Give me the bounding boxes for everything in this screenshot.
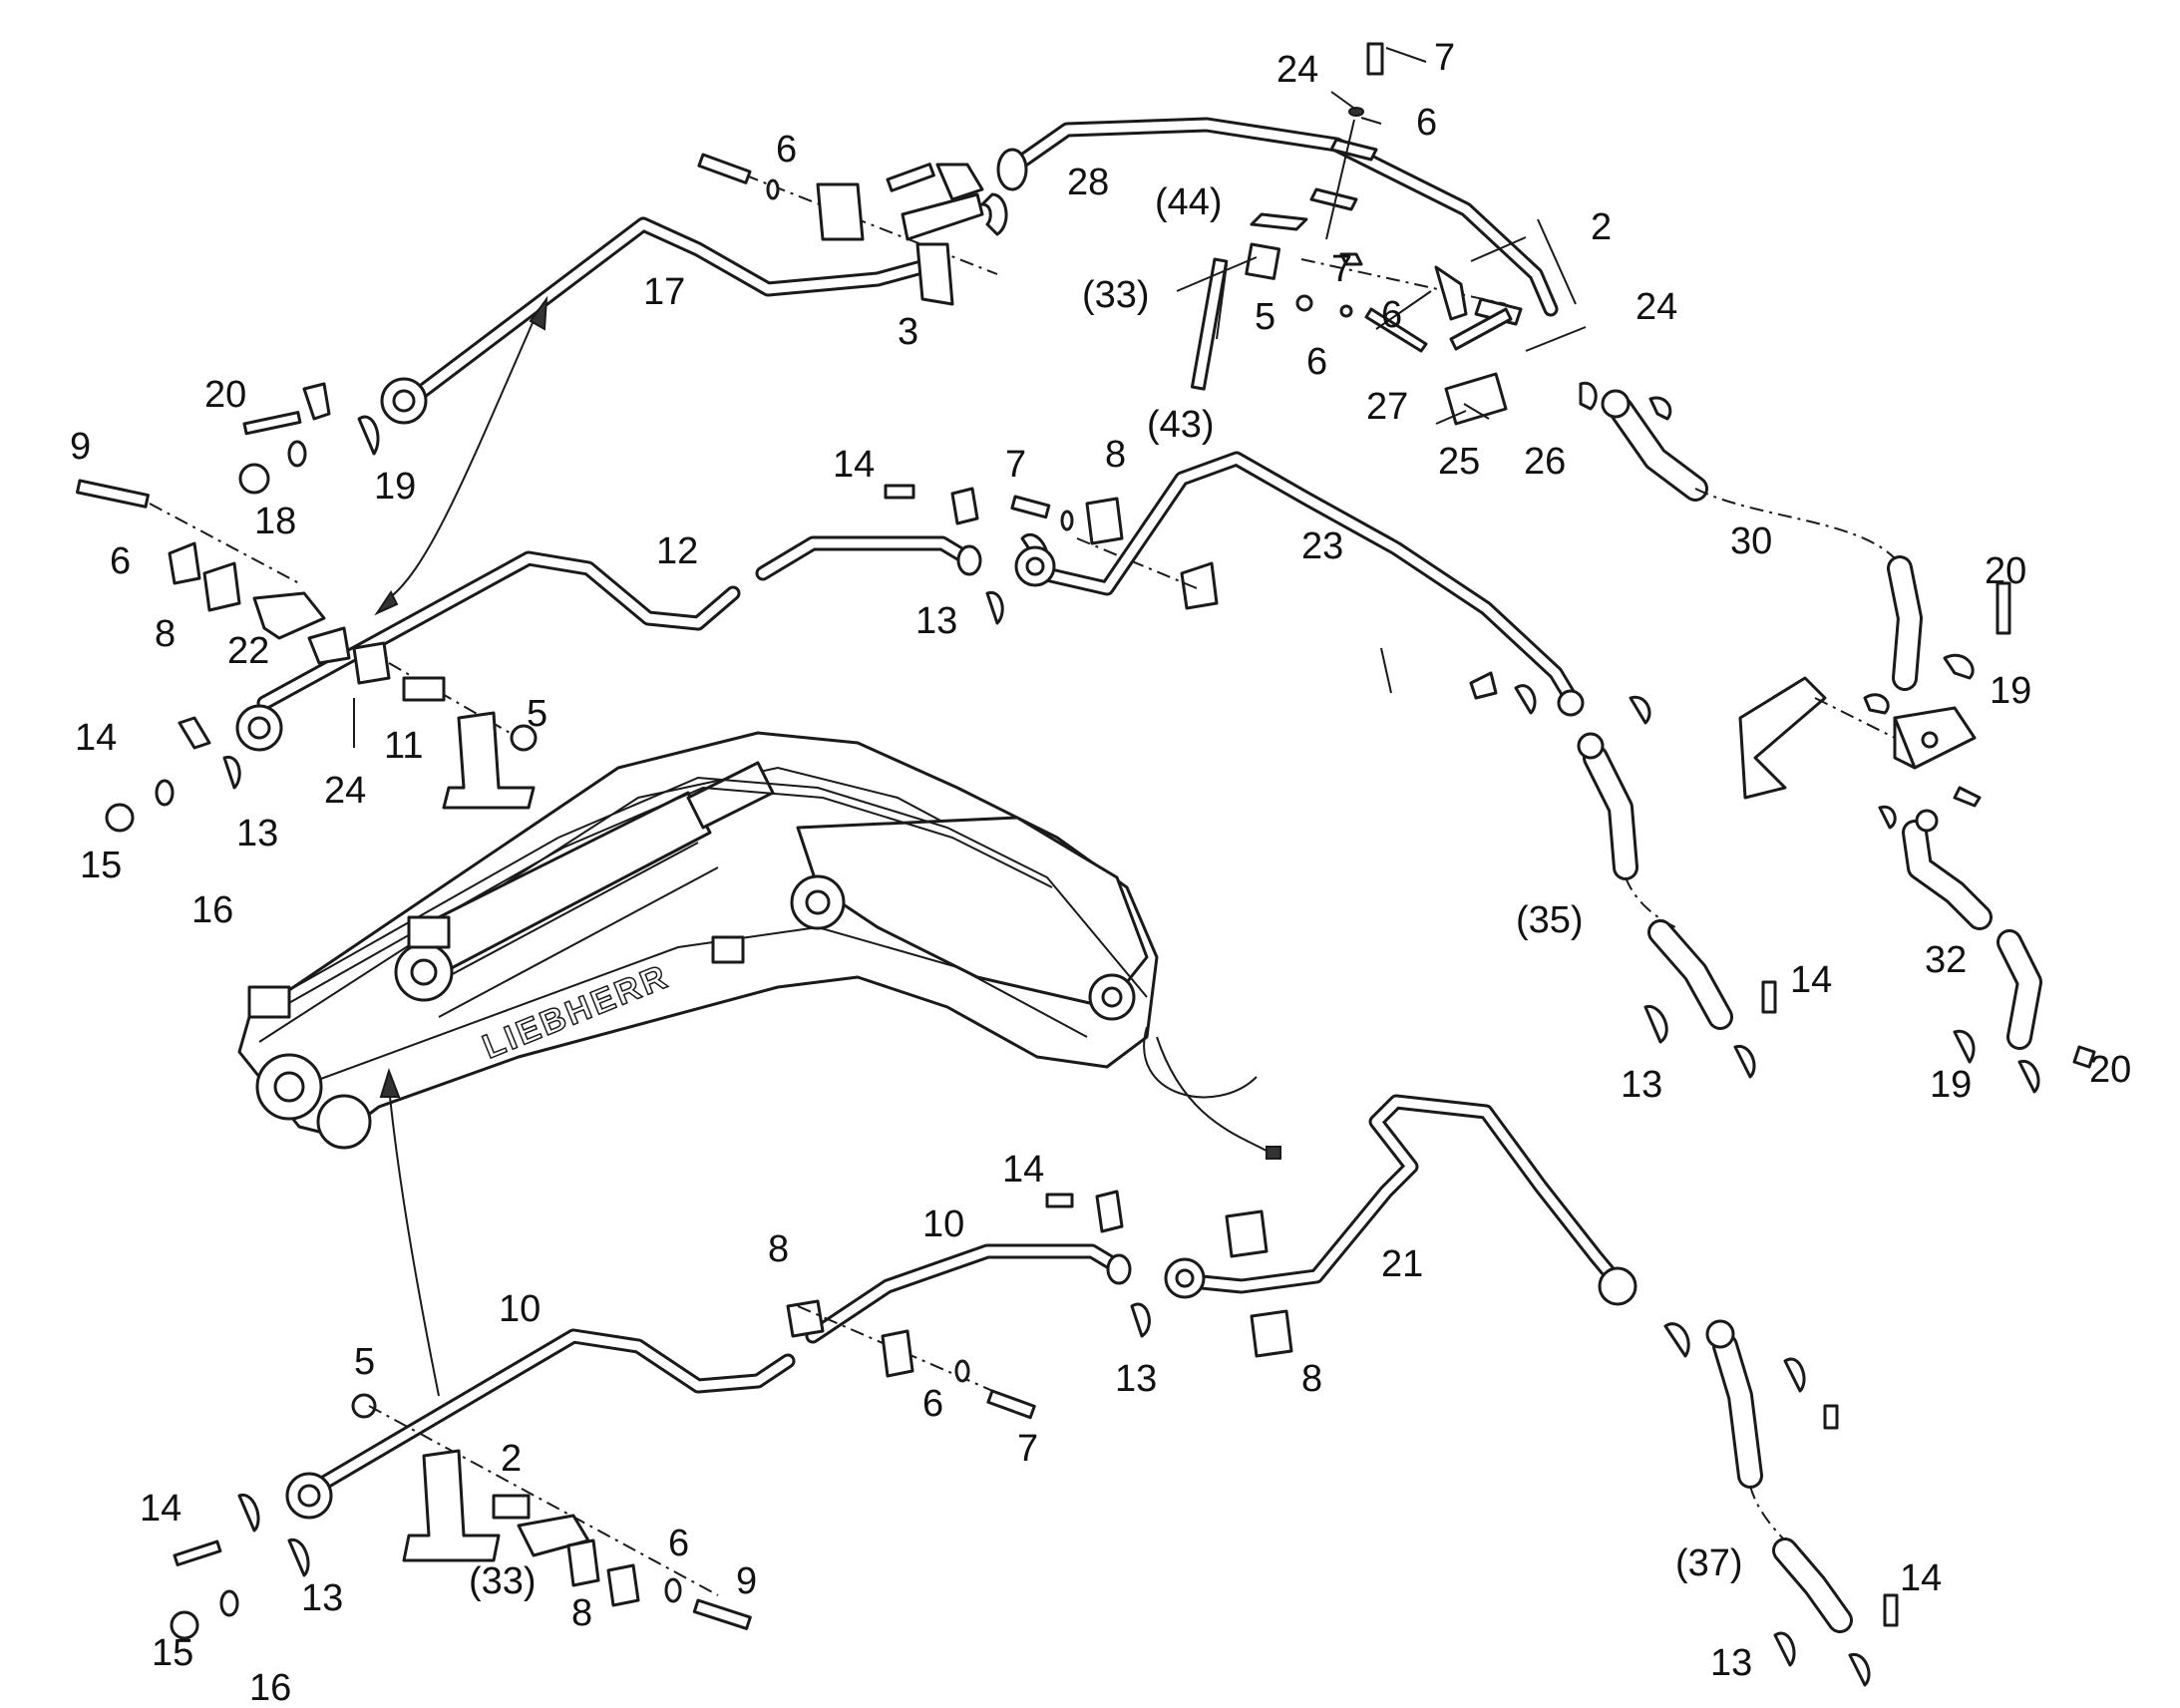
label-14: 14 bbox=[140, 1488, 182, 1530]
label-13: 13 bbox=[301, 1577, 343, 1619]
label-7: 7 bbox=[1017, 1428, 1038, 1470]
label-8: 8 bbox=[1301, 1358, 1322, 1400]
clamp-set-lower-middle bbox=[786, 1190, 1293, 1420]
label-30: 30 bbox=[1730, 520, 1772, 562]
label-18: 18 bbox=[254, 501, 296, 542]
label-6: 6 bbox=[922, 1383, 943, 1425]
label-33: (33) bbox=[469, 1560, 537, 1602]
label-22: 22 bbox=[227, 630, 269, 672]
label-19: 19 bbox=[374, 466, 416, 508]
label-13: 13 bbox=[236, 813, 278, 854]
label-3: 3 bbox=[898, 311, 918, 353]
label-8: 8 bbox=[768, 1228, 789, 1270]
label-24: 24 bbox=[1276, 49, 1318, 91]
label-9: 9 bbox=[736, 1560, 757, 1602]
clamp-set-upper-left bbox=[238, 382, 380, 495]
label-13: 13 bbox=[1710, 1642, 1752, 1684]
clamp-set-lower-left bbox=[170, 1393, 752, 1640]
clamp-set-top bbox=[697, 153, 1008, 306]
label-9: 9 bbox=[70, 426, 91, 468]
tube-23 bbox=[1014, 451, 1651, 725]
label-16: 16 bbox=[249, 1667, 291, 1708]
label-26: 26 bbox=[1524, 441, 1566, 483]
label-13: 13 bbox=[915, 600, 957, 642]
hose-35 bbox=[1577, 732, 1777, 1079]
part-labels: 7 24 6 6 28 (44) 2 17 3 (33) 7 5 6 24 6 … bbox=[70, 37, 2131, 1708]
label-2: 2 bbox=[501, 1438, 522, 1480]
label-24: 24 bbox=[324, 770, 366, 812]
label-33: (33) bbox=[1082, 274, 1150, 316]
label-5: 5 bbox=[1255, 296, 1275, 338]
manifold-block bbox=[1738, 581, 2011, 800]
tube-17 bbox=[380, 216, 940, 425]
label-14: 14 bbox=[1790, 959, 1832, 1001]
label-13: 13 bbox=[1621, 1064, 1662, 1106]
label-20: 20 bbox=[204, 374, 246, 416]
label-6: 6 bbox=[668, 1523, 689, 1564]
label-6: 6 bbox=[1416, 102, 1437, 144]
label-6: 6 bbox=[1306, 341, 1327, 383]
label-17: 17 bbox=[643, 271, 685, 313]
label-10: 10 bbox=[499, 1288, 541, 1330]
label-14: 14 bbox=[833, 444, 875, 486]
label-23: 23 bbox=[1301, 525, 1343, 567]
label-20: 20 bbox=[2089, 1049, 2131, 1091]
label-24: 24 bbox=[1635, 286, 1677, 328]
label-16: 16 bbox=[191, 889, 233, 931]
clamp-set-middle bbox=[884, 484, 1219, 625]
hose-37 bbox=[1663, 1319, 1899, 1687]
label-37: (37) bbox=[1675, 1542, 1743, 1584]
label-19: 19 bbox=[1930, 1064, 1972, 1106]
tube-21 bbox=[1164, 1094, 1637, 1306]
label-32: 32 bbox=[1925, 939, 1967, 981]
label-6: 6 bbox=[110, 540, 131, 582]
label-19: 19 bbox=[1990, 670, 2031, 712]
hose-32 bbox=[1878, 786, 2096, 1094]
label-6: 6 bbox=[776, 129, 797, 171]
label-43: (43) bbox=[1147, 404, 1215, 446]
label-21: 21 bbox=[1381, 1243, 1423, 1285]
label-15: 15 bbox=[152, 1632, 193, 1674]
label-8: 8 bbox=[571, 1592, 592, 1634]
tube-12 bbox=[235, 535, 982, 752]
clamp-set-top-right bbox=[1190, 42, 1523, 426]
label-25: 25 bbox=[1438, 441, 1480, 483]
label-7: 7 bbox=[1005, 444, 1026, 486]
label-14: 14 bbox=[1002, 1149, 1044, 1191]
label-35: (35) bbox=[1516, 899, 1584, 941]
clamp-set-middle-left bbox=[76, 479, 538, 833]
label-28: 28 bbox=[1067, 162, 1109, 203]
label-20: 20 bbox=[1985, 550, 2026, 592]
excavator-boom: LIEBHERR bbox=[237, 731, 1281, 1160]
label-27: 27 bbox=[1366, 386, 1408, 428]
label-14: 14 bbox=[75, 717, 117, 759]
label-15: 15 bbox=[80, 845, 122, 886]
label-14: 14 bbox=[1900, 1557, 1942, 1599]
label-2: 2 bbox=[1591, 206, 1612, 248]
label-7: 7 bbox=[1434, 37, 1455, 79]
leader-lines bbox=[353, 47, 1587, 1397]
label-7: 7 bbox=[1331, 248, 1352, 290]
tube-10-upper bbox=[805, 1243, 1132, 1344]
label-8: 8 bbox=[155, 613, 176, 655]
label-10: 10 bbox=[922, 1203, 964, 1245]
hose-30 bbox=[1579, 381, 1923, 691]
label-8: 8 bbox=[1105, 434, 1126, 476]
label-11: 11 bbox=[384, 725, 423, 767]
label-5: 5 bbox=[527, 693, 547, 735]
label-6: 6 bbox=[1381, 294, 1402, 336]
label-13: 13 bbox=[1115, 1358, 1157, 1400]
tube-10-lower bbox=[285, 1328, 796, 1520]
label-5: 5 bbox=[354, 1341, 375, 1383]
label-12: 12 bbox=[656, 530, 698, 572]
label-44: (44) bbox=[1155, 181, 1223, 223]
